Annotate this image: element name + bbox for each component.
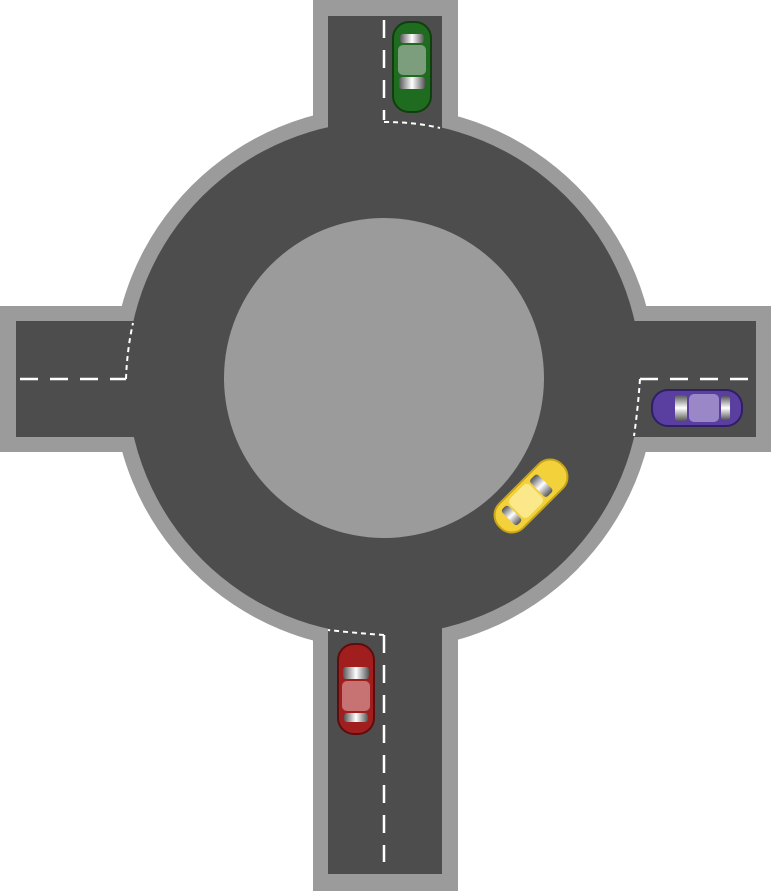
- car-green: [392, 21, 432, 113]
- car-yellow: [493, 458, 569, 534]
- north-yield-line: [383, 121, 441, 129]
- east-yield-line: [633, 378, 641, 437]
- west-yield-line: [125, 322, 134, 380]
- car-red: [337, 643, 375, 735]
- car-purple: [651, 389, 743, 427]
- central-island: [224, 218, 544, 538]
- south-yield-line: [327, 629, 385, 636]
